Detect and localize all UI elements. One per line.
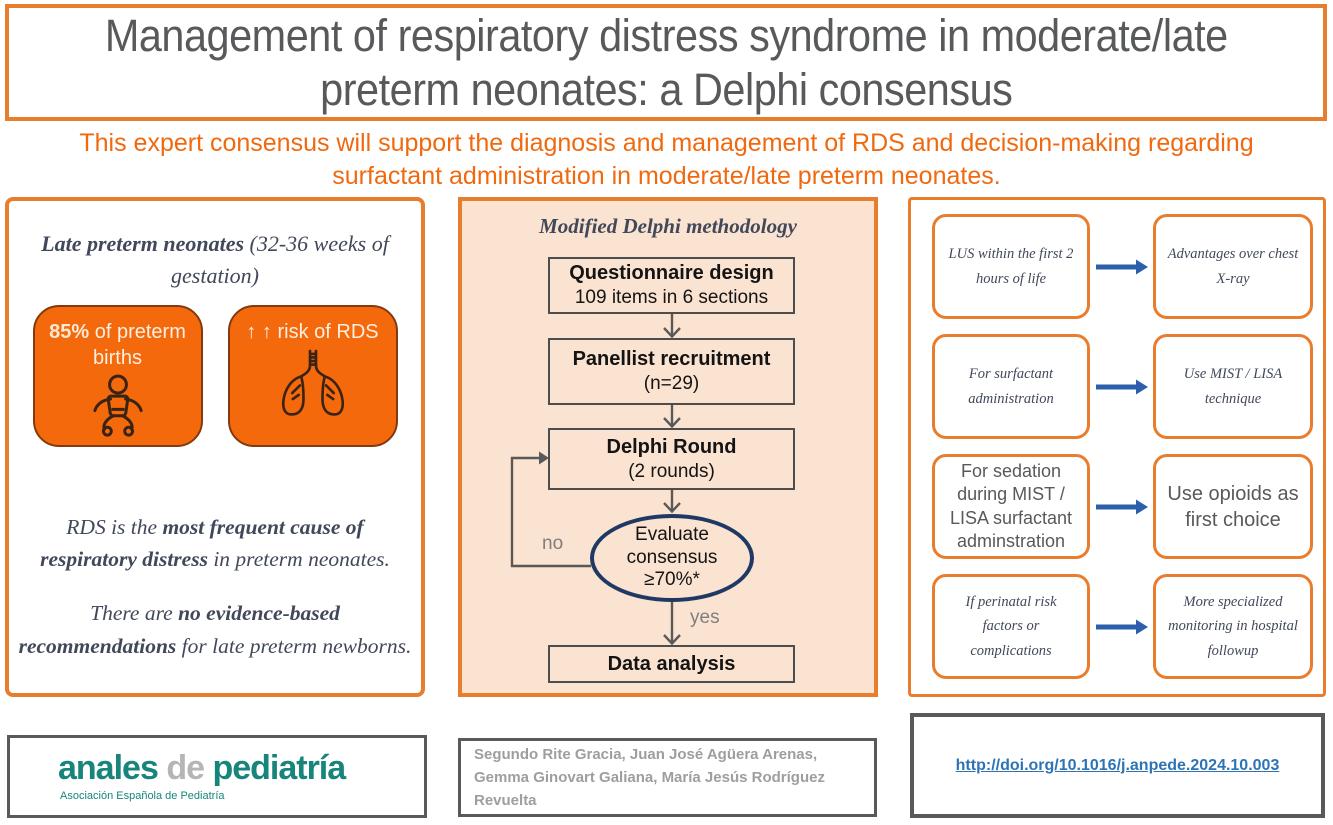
subtitle-line-1: This expert consensus will support the d… <box>79 129 1254 157</box>
recommendation-box: More specialized monitoring in hospital … <box>1153 574 1313 679</box>
authors-list: Segundo Rite Gracia, Juan José Agüera Ar… <box>474 745 825 810</box>
recommendation-rows: LUS within the first 2 hours of life Adv… <box>911 200 1323 679</box>
decision-label-no: no <box>542 533 564 554</box>
right-arrow-icon <box>1090 574 1153 679</box>
decision-label-yes: yes <box>690 607 720 628</box>
right-arrow-icon <box>1090 214 1153 319</box>
recommendation-row-surfactant: For surfactant administration Use MIST /… <box>932 334 1323 439</box>
stat-box-rds-risk: ↑ ↑ risk of RDS <box>227 304 398 447</box>
lungs-icon <box>275 347 351 426</box>
recommendation-row-lus: LUS within the first 2 hours of life Adv… <box>932 214 1323 319</box>
flowchart-arrows <box>510 314 681 646</box>
doi-box: http://doi.org/10.1016/j.anpede.2024.10.… <box>910 713 1325 818</box>
subtitle: This expert consensus will support the d… <box>0 127 1333 193</box>
subtitle-line-2: surfactant administration in moderate/la… <box>332 162 1001 190</box>
background-panel: Late preterm neonates (32-36 weeks of ge… <box>5 197 425 697</box>
title-line-2: preterm neonates: a Delphi consensus <box>319 63 1013 115</box>
flowchart-step-delphi-round: Delphi Round (2 rounds) <box>548 428 795 490</box>
stat-label: risk of RDS <box>271 320 379 343</box>
recommendation-row-risk-factors: If perinatal risk factors or complicatio… <box>932 574 1323 679</box>
page-title: Management of respiratory distress syndr… <box>105 9 1228 115</box>
stat-text: 85% of preterm births <box>43 319 193 371</box>
stat-row: 85% of preterm births <box>9 304 421 447</box>
recommendation-box: Use MIST / LISA technique <box>1153 334 1313 439</box>
flowchart-step-recruitment: Panellist recruitment (n=29) <box>548 338 795 405</box>
flowchart-step-data-analysis: Data analysis <box>548 645 795 683</box>
up-arrows-icon: ↑ ↑ <box>246 320 272 343</box>
journal-logo: anales de pediatría <box>58 749 346 788</box>
condition-box: If perinatal risk factors or complicatio… <box>932 574 1090 679</box>
panel-heading: Late preterm neonates (32-36 weeks of ge… <box>19 228 411 292</box>
flowchart-step-questionnaire: Questionnaire design 109 items in 6 sect… <box>548 257 795 314</box>
recommendation-box: Use opioids as first choice <box>1153 454 1313 559</box>
stat-label: of preterm births <box>89 320 186 369</box>
heading-bold: Late preterm neonates <box>41 231 245 256</box>
right-arrow-icon <box>1090 454 1153 559</box>
condition-box: LUS within the first 2 hours of life <box>932 214 1090 319</box>
heading-rest: (32-36 weeks of gestation) <box>171 231 389 288</box>
methodology-title: Modified Delphi methodology <box>539 214 797 238</box>
recommendation-row-sedation: For sedation during MIST / LISA surfacta… <box>932 454 1323 559</box>
methodology-panel: Modified Delphi methodology Questionnair… <box>458 197 878 697</box>
condition-box: For surfactant administration <box>932 334 1090 439</box>
stat-value: 85% <box>49 320 90 343</box>
journal-logo-box: anales de pediatría Asociación Española … <box>7 735 427 818</box>
paragraph-rds-cause: RDS is the most frequent cause of respir… <box>40 514 390 572</box>
stat-text: ↑ ↑ risk of RDS <box>238 319 388 345</box>
right-arrow-icon <box>1090 334 1153 439</box>
recommendation-box: Advantages over chest X-ray <box>1153 214 1313 319</box>
authors-box: Segundo Rite Gracia, Juan José Agüera Ar… <box>458 738 877 817</box>
doi-link[interactable]: http://doi.org/10.1016/j.anpede.2024.10.… <box>955 756 1280 774</box>
stat-box-preterm-births: 85% of preterm births <box>32 304 203 447</box>
paragraph-no-evidence: There are no evidence-based recommendati… <box>18 601 412 658</box>
baby-icon <box>81 373 155 454</box>
flowchart-decision-ellipse: Evaluate consensus ≥70%* <box>590 514 754 602</box>
journal-association: Asociación Española de Pediatría <box>60 789 225 802</box>
title-line-1: Management of respiratory distress syndr… <box>104 10 1228 62</box>
recommendations-panel: LUS within the first 2 hours of life Adv… <box>908 197 1326 697</box>
title-box: Management of respiratory distress syndr… <box>5 4 1327 121</box>
condition-box: For sedation during MIST / LISA surfacta… <box>932 454 1090 559</box>
